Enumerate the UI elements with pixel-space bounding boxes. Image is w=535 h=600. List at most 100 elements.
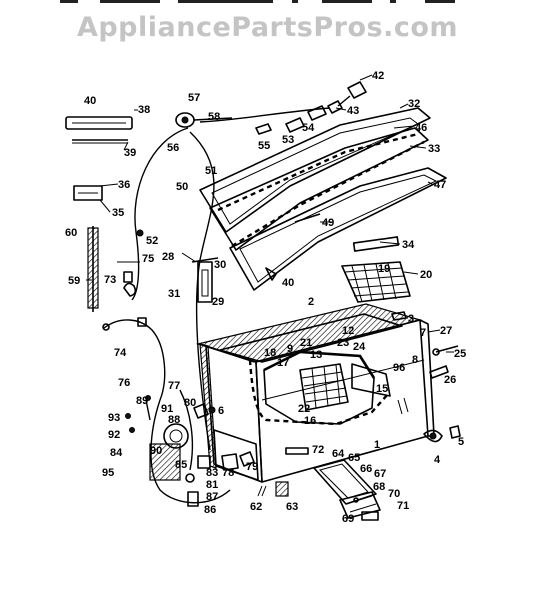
label-28: 28	[162, 251, 174, 263]
label-80: 80	[184, 397, 196, 409]
label-73: 73	[104, 274, 116, 286]
label-83: 83	[206, 467, 218, 479]
label-62: 62	[250, 501, 262, 513]
label-7: 7	[420, 327, 426, 339]
label-87: 87	[206, 491, 218, 503]
inner-basket	[248, 350, 391, 426]
label-20: 20	[420, 269, 432, 281]
label-81: 81	[206, 479, 218, 491]
label-35: 35	[112, 207, 124, 219]
drain-parts	[102, 261, 166, 401]
label-29: 29	[212, 296, 224, 308]
label-40b: 40	[282, 277, 294, 289]
label-26: 26	[444, 374, 456, 386]
label-13: 13	[310, 349, 322, 361]
label-47: 47	[434, 179, 446, 191]
label-67: 67	[374, 468, 386, 480]
part-labels: 42 57 58 43 40 38 32 53 54 46 55 39 56 3…	[65, 70, 466, 525]
label-27: 27	[440, 325, 452, 337]
label-77: 77	[168, 380, 180, 392]
label-56: 56	[167, 142, 179, 154]
light-assembly	[65, 81, 367, 451]
label-64: 64	[332, 448, 345, 460]
cabinet	[195, 303, 435, 483]
label-53: 53	[282, 134, 294, 146]
label-57: 57	[188, 92, 200, 104]
label-36: 36	[118, 179, 130, 191]
label-3: 3	[408, 313, 414, 325]
label-86: 86	[204, 504, 216, 516]
label-72: 72	[312, 444, 324, 456]
label-38: 38	[138, 104, 150, 116]
label-8: 8	[412, 354, 418, 366]
label-51: 51	[205, 165, 217, 177]
label-40a: 40	[84, 95, 96, 107]
label-71: 71	[397, 500, 409, 512]
drain-tray	[313, 459, 381, 521]
label-49: 49	[322, 217, 334, 229]
label-18: 18	[264, 347, 276, 359]
label-70: 70	[388, 488, 400, 500]
label-32: 32	[408, 98, 420, 110]
label-76: 76	[118, 377, 130, 389]
label-33: 33	[428, 143, 440, 155]
label-60: 60	[65, 227, 77, 239]
label-30: 30	[214, 259, 226, 271]
label-59: 59	[68, 275, 80, 287]
label-24: 24	[353, 341, 366, 353]
label-22: 22	[298, 403, 310, 415]
label-25: 25	[454, 348, 466, 360]
label-74: 74	[114, 347, 127, 359]
top-edge-strokes	[60, 0, 480, 3]
watermark: AppliancePartsPros.com	[76, 12, 459, 43]
label-21: 21	[300, 337, 312, 349]
label-43: 43	[347, 105, 359, 117]
label-92: 92	[108, 429, 120, 441]
label-2: 2	[308, 296, 314, 308]
label-12: 12	[342, 325, 354, 337]
label-84: 84	[110, 447, 123, 459]
label-31: 31	[168, 288, 180, 300]
leader-lines	[86, 74, 454, 353]
label-58: 58	[208, 111, 220, 123]
label-42: 42	[372, 70, 384, 82]
label-78: 78	[222, 467, 234, 479]
label-5: 5	[458, 436, 464, 448]
label-17: 17	[277, 357, 289, 369]
label-89: 89	[136, 395, 148, 407]
label-88: 88	[168, 414, 180, 426]
label-63: 63	[286, 501, 298, 513]
label-96: 96	[393, 362, 405, 374]
bottom-parts	[257, 447, 309, 497]
label-4: 4	[434, 454, 441, 466]
label-55: 55	[258, 140, 270, 152]
lid-assembly	[199, 107, 447, 291]
basket-20	[341, 236, 411, 303]
label-46: 46	[415, 122, 427, 134]
label-69: 69	[342, 513, 354, 525]
label-75: 75	[142, 253, 154, 265]
label-91: 91	[161, 403, 173, 415]
label-66: 66	[360, 463, 372, 475]
hinge	[191, 257, 219, 303]
side-trim	[87, 226, 99, 312]
label-1: 1	[374, 439, 380, 451]
label-9: 9	[287, 343, 293, 355]
label-93: 93	[108, 412, 120, 424]
compressor-assembly	[125, 389, 255, 507]
label-52: 52	[146, 235, 158, 247]
label-79: 79	[246, 461, 258, 473]
label-95: 95	[102, 467, 114, 479]
label-23: 23	[337, 337, 349, 349]
label-16: 16	[304, 415, 316, 427]
label-19: 19	[378, 263, 390, 275]
label-68: 68	[373, 481, 385, 493]
label-54: 54	[302, 122, 315, 134]
label-6: 6	[218, 405, 224, 417]
label-15: 15	[376, 383, 388, 395]
label-34: 34	[402, 239, 415, 251]
label-65: 65	[348, 452, 360, 464]
label-39: 39	[124, 147, 136, 159]
